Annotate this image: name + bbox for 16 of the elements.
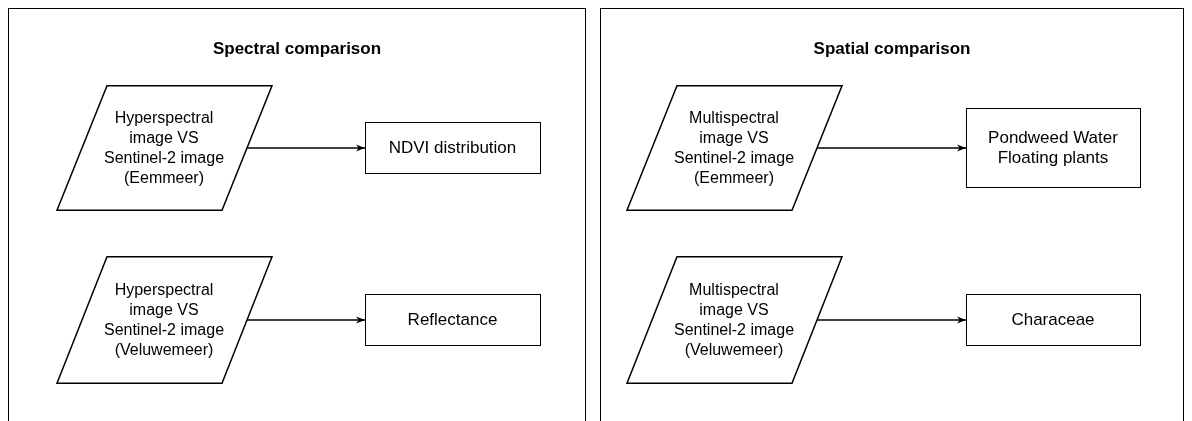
arrow <box>816 316 967 324</box>
node-text: Hyperspectral image VS Sentinel-2 image (Veluwemeer) <box>102 279 226 360</box>
panel-title: Spatial comparison <box>812 39 972 59</box>
node-text: Multispectral image VS Sentinel-2 image (Eemmeer) <box>672 107 796 188</box>
panel <box>8 8 586 421</box>
arrow <box>246 144 366 152</box>
node-text: Multispectral image VS Sentinel-2 image (Veluwemeer) <box>672 279 796 360</box>
panel-title: Spectral comparison <box>211 39 383 59</box>
node-text: Hyperspectral image VS Sentinel-2 image (Eemmeer) <box>102 107 226 188</box>
process-box: NDVI distribution <box>364 121 541 174</box>
arrow <box>246 316 366 324</box>
process-box: Pondweed Water Floating plants <box>965 107 1141 188</box>
process-box: Reflectance <box>364 293 541 346</box>
process-box: Characeae <box>965 293 1141 346</box>
arrow <box>816 144 967 152</box>
panel <box>600 8 1184 421</box>
